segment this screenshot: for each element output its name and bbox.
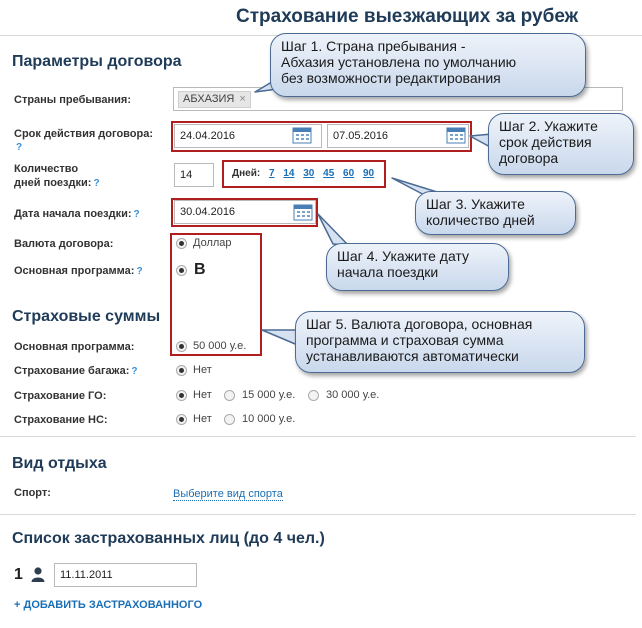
callout-line: устанавливаются автоматически xyxy=(306,348,519,364)
divider xyxy=(0,514,636,515)
section-sums-title: Страховые суммы xyxy=(12,308,161,325)
calendar-icon[interactable] xyxy=(293,203,313,221)
calendar-icon[interactable] xyxy=(292,126,312,144)
help-icon[interactable]: ? xyxy=(133,209,140,220)
callout-step3: Шаг 3. Укажите количество дней xyxy=(415,191,576,235)
callout-line: Абхазия установлена по умолчанию xyxy=(281,54,517,70)
days-option[interactable]: 45 xyxy=(323,168,335,179)
page-title: Страхование выезжающих за рубеж xyxy=(236,6,579,27)
user-icon xyxy=(31,567,45,587)
callout-step5: Шаг 5. Валюта договора, основная програм… xyxy=(295,311,585,373)
callout-line: Шаг 5. Валюта договора, основная xyxy=(306,316,533,332)
go-option: 30 000 у.е. xyxy=(326,389,380,401)
highlight-days xyxy=(222,160,386,188)
callout-line: Шаг 4. Укажите дату xyxy=(337,248,469,264)
callout-line: программа и страховая сумма xyxy=(306,332,504,348)
sum-program-value: 50 000 у.е. xyxy=(193,340,247,352)
highlight-auto-fields xyxy=(170,233,262,356)
ns-option: 10 000 у.е. xyxy=(242,413,296,425)
days-option[interactable]: 14 xyxy=(283,168,295,179)
days-label-line1: Количество xyxy=(14,163,79,175)
baggage-value: Нет xyxy=(193,364,212,376)
sum-program-label: Основная программа: xyxy=(14,341,135,353)
help-icon[interactable]: ? xyxy=(136,266,143,277)
choose-sport-link[interactable]: Выберите вид спорта xyxy=(173,488,283,501)
go-option: Нет xyxy=(193,389,212,401)
callout-line: срок действия xyxy=(499,134,592,150)
callout-step1: Шаг 1. Страна пребывания - Абхазия устан… xyxy=(270,33,586,97)
radio-icon[interactable] xyxy=(176,414,187,425)
radio-icon[interactable] xyxy=(176,365,187,376)
callout-line: Шаг 2. Укажите xyxy=(499,118,598,134)
term-label: Срок действия договора: xyxy=(14,128,154,140)
callout-line: Шаг 3. Укажите xyxy=(426,196,525,212)
days-quick: Дней: 7 14 30 45 60 90 xyxy=(232,168,374,179)
callout-line: Шаг 1. Страна пребывания - xyxy=(281,38,466,54)
callout-line: начала поездки xyxy=(337,264,439,280)
radio-icon[interactable] xyxy=(224,414,235,425)
days-option[interactable]: 60 xyxy=(343,168,355,179)
help-icon[interactable]: ? xyxy=(131,366,138,377)
calendar-icon[interactable] xyxy=(446,126,466,144)
help-icon[interactable]: ? xyxy=(16,142,23,153)
radio-icon[interactable] xyxy=(224,390,235,401)
go-option: 15 000 у.е. xyxy=(242,389,296,401)
program-label: Основная программа:? xyxy=(14,265,143,277)
start-date-input[interactable]: 30.04.2016 xyxy=(174,200,316,224)
divider xyxy=(0,436,636,437)
country-tag-label: АБХАЗИЯ xyxy=(183,93,235,105)
section-insured-title: Список застрахованных лиц (до 4 чел.) xyxy=(12,530,325,547)
currency-label: Валюта договора: xyxy=(14,238,114,250)
program-value: B xyxy=(194,261,206,278)
ns-option: Нет xyxy=(193,413,212,425)
go-label: Страхование ГО: xyxy=(14,390,107,402)
baggage-label: Страхование багажа:? xyxy=(14,365,138,377)
days-option[interactable]: 7 xyxy=(268,168,275,179)
radio-icon[interactable] xyxy=(176,238,187,249)
section-contract-title: Параметры договора xyxy=(12,53,182,70)
callout-line: договора xyxy=(499,150,559,166)
remove-tag-icon[interactable]: × xyxy=(239,93,246,105)
radio-icon[interactable] xyxy=(176,265,187,276)
section-vacation-title: Вид отдыха xyxy=(12,455,107,472)
help-icon[interactable]: ? xyxy=(93,178,100,189)
days-input[interactable]: 14 xyxy=(174,163,214,187)
date-to-input[interactable]: 07.05.2016 xyxy=(327,124,469,148)
birthdate-input[interactable]: 11.11.2011 xyxy=(54,563,197,587)
callout-step2: Шаг 2. Укажите срок действия договора xyxy=(488,113,634,175)
callout-step4: Шаг 4. Укажите дату начала поездки xyxy=(326,243,509,291)
sport-label: Спорт: xyxy=(14,487,51,499)
country-tag: АБХАЗИЯ × xyxy=(178,90,251,108)
ns-label: Страхование НС: xyxy=(14,414,108,426)
days-label: дней поездки:? xyxy=(14,177,100,189)
radio-icon[interactable] xyxy=(308,390,319,401)
add-insured-link[interactable]: + ДОБАВИТЬ ЗАСТРАХОВАННОГО xyxy=(14,599,203,611)
start-date-label: Дата начала поездки:? xyxy=(14,208,140,220)
highlight-start-date xyxy=(171,198,318,227)
callout-tail-step4 xyxy=(317,213,349,246)
days-option[interactable]: 30 xyxy=(303,168,315,179)
days-option[interactable]: 90 xyxy=(362,168,375,179)
radio-icon[interactable] xyxy=(176,390,187,401)
callout-line: количество дней xyxy=(426,212,535,228)
countries-label: Страны пребывания: xyxy=(14,94,132,106)
radio-icon[interactable] xyxy=(176,341,187,352)
callout-line: без возможности редактирования xyxy=(281,70,501,86)
person-number: 1 xyxy=(14,566,23,583)
currency-value: Доллар xyxy=(193,237,232,249)
days-quick-label: Дней: xyxy=(232,168,261,179)
